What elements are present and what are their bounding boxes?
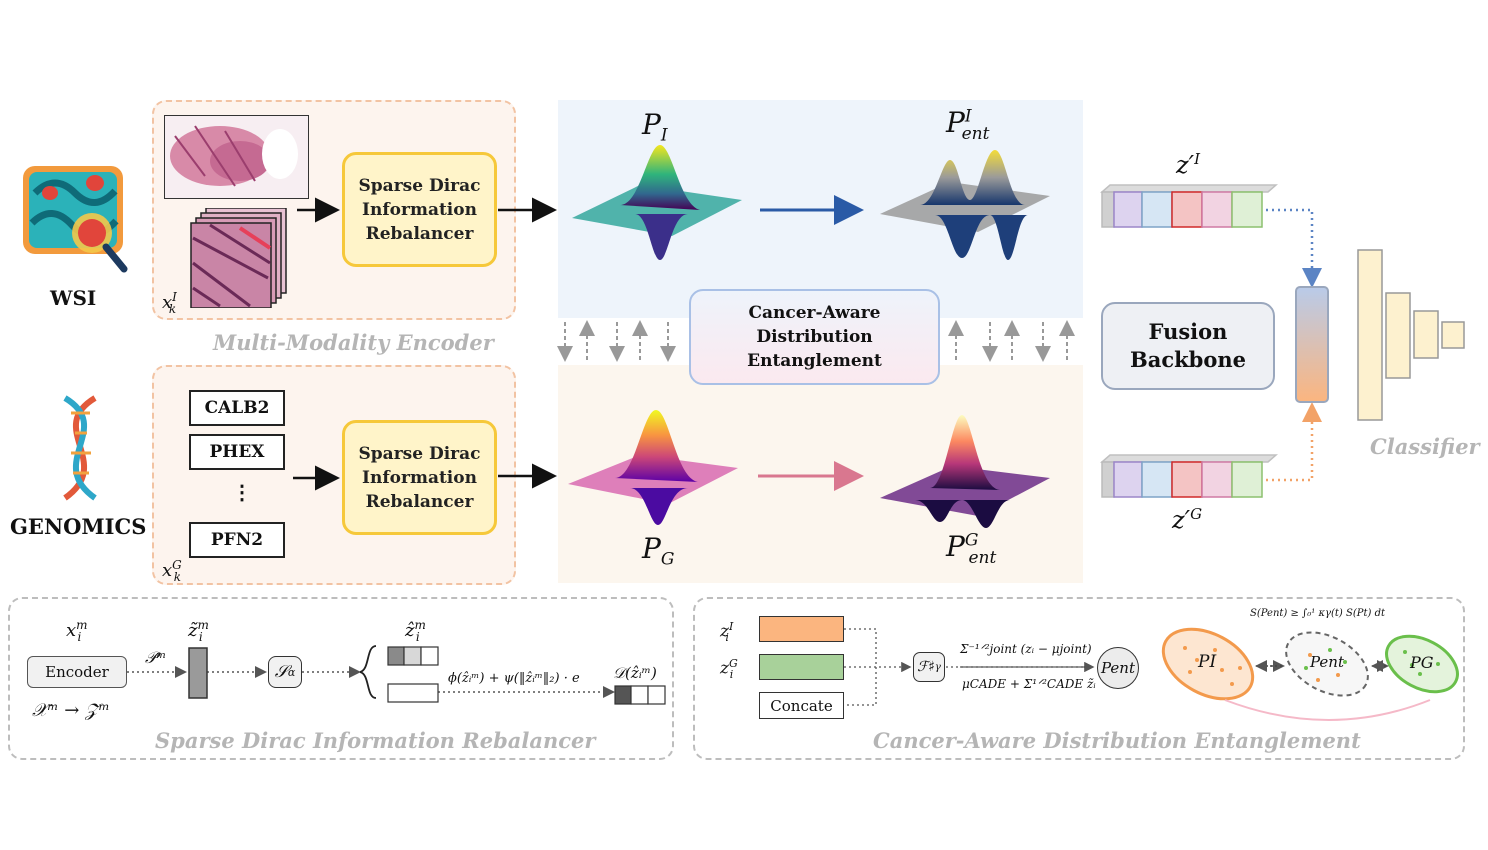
sdir-detail-caption: Sparse Dirac Information Rebalancer	[155, 728, 596, 753]
genomics-input-label: xGk	[162, 558, 182, 584]
sdir-mapping: 𝒳ᵐ → 𝒵ᵐ	[32, 700, 110, 721]
z-gen-label: z′G	[1172, 505, 1203, 534]
wsi-patch-stack	[190, 207, 295, 309]
cade-p-ent-node: Pent	[1310, 653, 1344, 671]
cade-p-g-node: PG	[1410, 653, 1434, 672]
wsi-input-label: xIk	[162, 290, 177, 316]
encoder-caption: Multi-Modality Encoder	[213, 330, 494, 355]
dna-icon	[35, 393, 125, 503]
p-gen-label: PG	[642, 532, 675, 570]
cade-top-formula: Σ⁻¹ᐟ²joint (zᵢ − μjoint)	[960, 642, 1092, 656]
sdir-dirac-label: 𝒟(ẑᵢᵐ)	[613, 664, 657, 682]
sdir-formula: ϕ(ẑᵢᵐ) + ψ(‖ẑᵢᵐ‖₂) · e	[448, 671, 580, 686]
wsi-thumbnail	[164, 115, 309, 199]
cade-zi-image-label: zIi	[720, 620, 734, 645]
classifier-caption: Classifier	[1370, 434, 1480, 459]
cade-f-gamma-block: ℱ♯γ	[913, 652, 945, 682]
wsi-icon	[20, 163, 130, 278]
sdir-z-tilde-label: z̃mi	[188, 618, 209, 644]
p-image-ent-label: PIent	[946, 106, 990, 144]
cade-zi-image-bar	[759, 616, 844, 642]
gene-pfn2: PFN2	[189, 522, 285, 558]
cade-detail-caption: Cancer-Aware Distribution Entanglement	[873, 728, 1361, 753]
gene-phex: PHEX	[189, 434, 285, 470]
cade-inequality: S(Pent) ≥ ∫₀¹ κγ(t) S(Pt) dt	[1250, 608, 1385, 619]
sdir-x-label: xmi	[66, 618, 88, 644]
cade-p-ent-circle: Pent	[1097, 647, 1139, 689]
cade-zi-gen-bar	[759, 654, 844, 680]
cade-p-i-node: PI	[1198, 652, 1217, 672]
p-gen-ent-label: PGent	[946, 530, 997, 568]
genomics-label: GENOMICS	[10, 514, 147, 539]
z-image-label: z′I	[1176, 150, 1201, 179]
p-image-label: PI	[642, 108, 668, 146]
cade-concat-block: Concate	[759, 692, 844, 719]
gene-ellipsis: ⋮	[232, 480, 252, 504]
cade-zi-gen-label: zGi	[720, 657, 738, 682]
sdir-proj-label: 𝒫ᵐ	[145, 648, 167, 667]
cade-bottom-formula: μCADE + Σ¹ᐟ²CADE z̃ᵢ	[962, 677, 1096, 691]
gene-calb2: CALB2	[189, 390, 285, 426]
wsi-label: WSI	[50, 286, 97, 310]
sdir-z-hat-label: ẑmi	[405, 618, 426, 644]
sdir-encoder-block: Encoder	[27, 656, 127, 688]
